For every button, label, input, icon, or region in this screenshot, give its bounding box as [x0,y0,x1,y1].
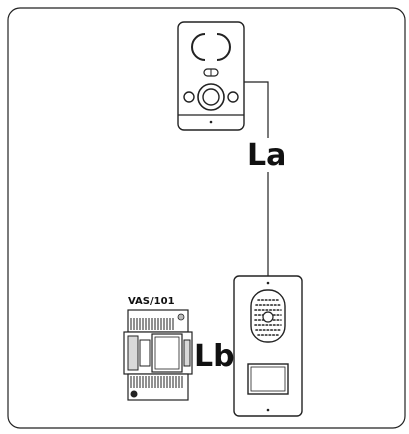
cable-a [244,81,269,280]
status-led-icon [177,313,185,321]
power-module [123,309,193,401]
indoor-monitor [177,21,245,131]
reset-button-icon [130,390,138,398]
cable-a-label: La [247,138,286,173]
right-button-icon [227,91,239,103]
center-button-icon [202,88,220,106]
camera-icon [262,311,274,323]
left-button-icon [183,91,195,103]
cable-b-label: Lb [194,339,235,374]
speaker-icon [191,33,206,61]
diagram-frame [7,7,406,429]
module-label: VAS/101 [128,296,175,307]
outdoor-panel [233,275,303,417]
